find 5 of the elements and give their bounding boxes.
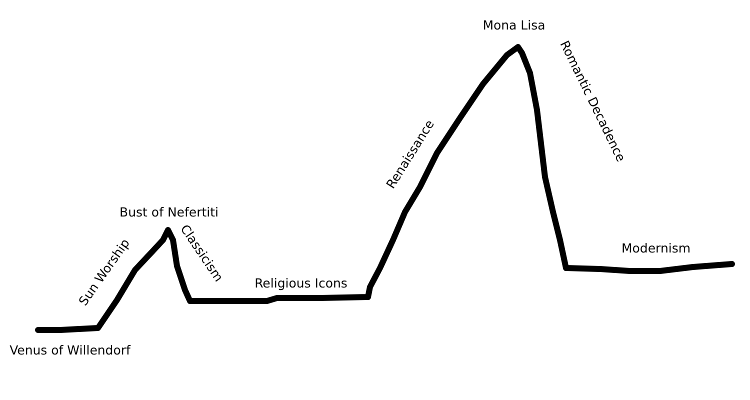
artwork-label: Venus of Willendorf xyxy=(10,342,130,358)
artwork-label: Mona Lisa xyxy=(482,18,546,32)
era-label: Religious Icons xyxy=(254,276,348,290)
era-label: Modernism xyxy=(621,240,691,256)
artwork-label: Bust of Nefertiti xyxy=(120,204,218,220)
